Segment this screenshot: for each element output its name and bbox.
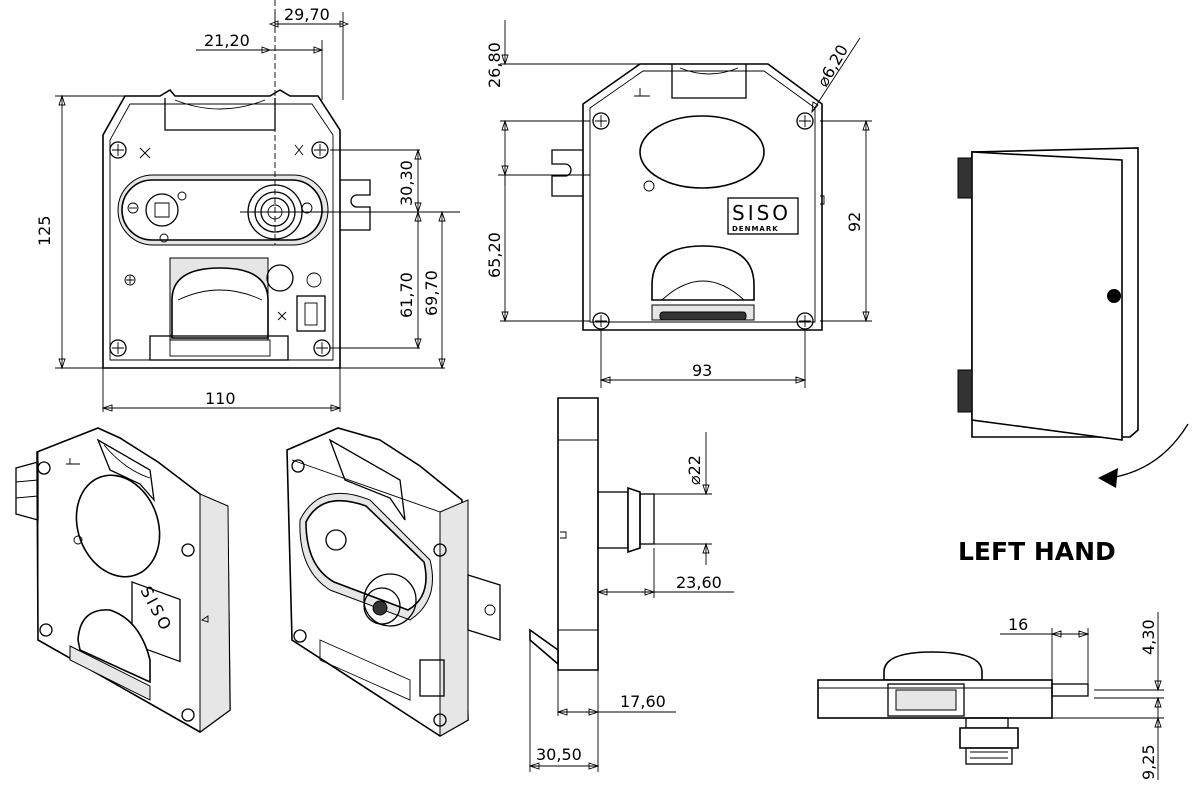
back-view: SISO DENMARK xyxy=(551,63,825,331)
dim-17-60: 17,60 xyxy=(620,692,666,711)
dim-22: ⌀22 xyxy=(685,455,704,485)
dim-93: 93 xyxy=(692,361,712,380)
dim-61-70: 61,70 xyxy=(397,272,416,318)
brand-siso-back: SISO xyxy=(732,201,791,225)
dim-6-20: ⌀6,20 xyxy=(813,41,852,90)
bottom-dimensions: 16 4,30 9,25 xyxy=(1000,612,1164,780)
dim-9-25: 9,25 xyxy=(1139,744,1158,780)
dim-26-80: 26,80 xyxy=(485,42,504,88)
front-dimensions: 29,70 21,20 125 30,30 61,70 69,70 110 xyxy=(35,5,446,412)
side-dimensions: ⌀22 23,60 17,60 30,50 xyxy=(528,432,734,772)
dim-30-30: 30,30 xyxy=(397,160,416,206)
hand-label: LEFT HAND xyxy=(958,537,1116,566)
dim-30-50: 30,50 xyxy=(536,745,582,764)
dim-21-20: 21,20 xyxy=(204,31,250,50)
brand-denmark-back: DENMARK xyxy=(732,225,779,233)
dim-69-70: 69,70 xyxy=(422,270,441,316)
dim-23-60: 23,60 xyxy=(676,573,722,592)
dim-110: 110 xyxy=(205,389,236,408)
dim-29-70: 29,70 xyxy=(284,5,330,24)
side-view xyxy=(529,397,655,671)
dim-65-20: 65,20 xyxy=(485,232,504,278)
dim-125: 125 xyxy=(35,215,54,246)
iso-view-front xyxy=(286,427,501,737)
iso-view-back: SISO xyxy=(15,427,231,733)
front-view xyxy=(102,0,460,369)
dim-92: 92 xyxy=(845,212,864,232)
dim-4-30: 4,30 xyxy=(1139,619,1158,655)
door-icon xyxy=(957,147,1189,488)
dim-16: 16 xyxy=(1008,615,1028,634)
bottom-view xyxy=(817,651,1089,765)
